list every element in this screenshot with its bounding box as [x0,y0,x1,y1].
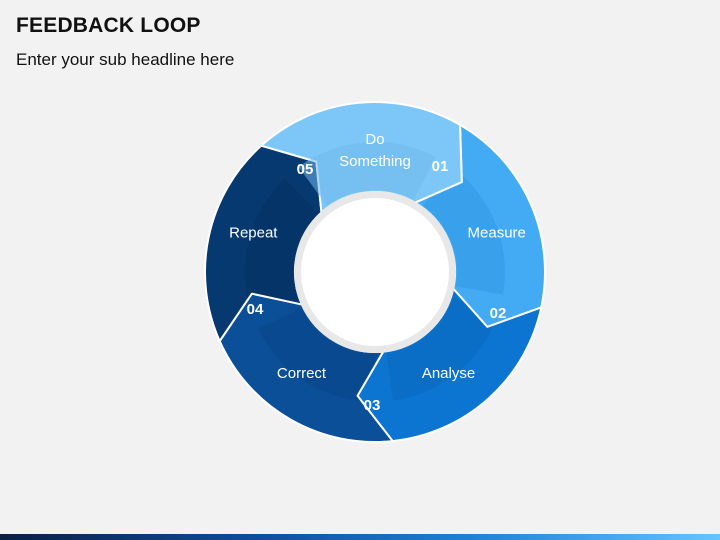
page-subtitle: Enter your sub headline here [16,50,235,69]
cycle-step-label-02: Measure [468,224,526,241]
cycle-segment-inner-band-04 [258,307,375,402]
cycle-step-label-line: Do [365,131,384,148]
cycle-step-label-05: Repeat [229,224,278,241]
cycle-step-label-line: Something [339,153,411,170]
cycle-step-label-line: Analyse [422,365,475,382]
center-circle [301,198,449,346]
cycle-step-label-line: Repeat [229,224,278,241]
cycle-step-label-04: Correct [277,365,327,382]
bottom-accent-bar [0,534,720,540]
cycle-step-number-01: 01 [432,158,449,175]
cycle-step-label-line: Measure [468,224,526,241]
cycle-segment-inner-band-03 [386,297,499,401]
cycle-step-number-03: 03 [364,397,381,414]
cycle-step-label-03: Analyse [422,365,475,382]
cycle-step-number-05: 05 [297,161,314,178]
cycle-step-number-02: 02 [490,305,507,322]
cycle-segment-inner-band-05 [244,178,319,313]
cycle-step-label-line: Correct [277,365,327,382]
cycle-segment-inner-band-01 [298,142,437,206]
cycle-segment-inner-band-02 [423,166,506,295]
page-title: FEEDBACK LOOP [16,14,201,37]
cycle-step-number-04: 04 [247,301,264,318]
